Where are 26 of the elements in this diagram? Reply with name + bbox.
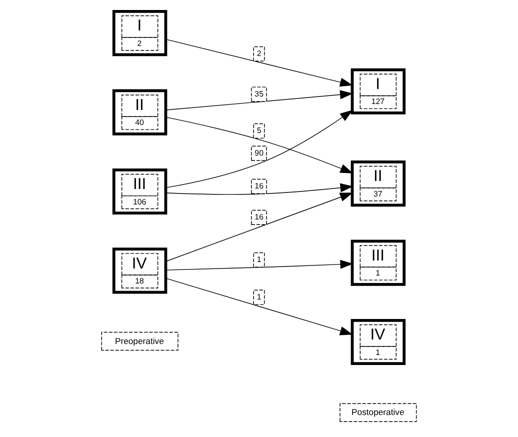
edge-label: 16: [254, 212, 264, 222]
arrow: [166, 90, 354, 110]
edge-label: 1: [256, 292, 262, 302]
arrow: [166, 192, 353, 262]
edge-label: 90: [254, 148, 264, 158]
label: Preoperative: [114, 336, 164, 346]
arrow: [166, 260, 354, 270]
node-box: I 127: [350, 68, 406, 114]
node-box: III 106: [112, 168, 168, 215]
label: Postoperative: [352, 407, 404, 418]
node-box: II 40: [112, 89, 168, 136]
edge-label: 5: [256, 126, 262, 136]
arrow: [166, 183, 354, 195]
node-box: III 1: [350, 240, 406, 286]
node-box: IV 1: [350, 318, 406, 366]
arrow: [166, 110, 353, 188]
node-box: I 2: [112, 10, 168, 56]
arrow: [166, 38, 353, 87]
edge-label: 35: [254, 89, 264, 98]
arrow: [166, 278, 353, 336]
edge-label: 2: [256, 48, 262, 58]
edge-label: 1: [256, 254, 262, 264]
node-box: II 37: [350, 160, 406, 207]
node-box: IV 18: [112, 248, 168, 294]
arrow: [166, 116, 354, 174]
edge-label: 16: [254, 181, 264, 190]
